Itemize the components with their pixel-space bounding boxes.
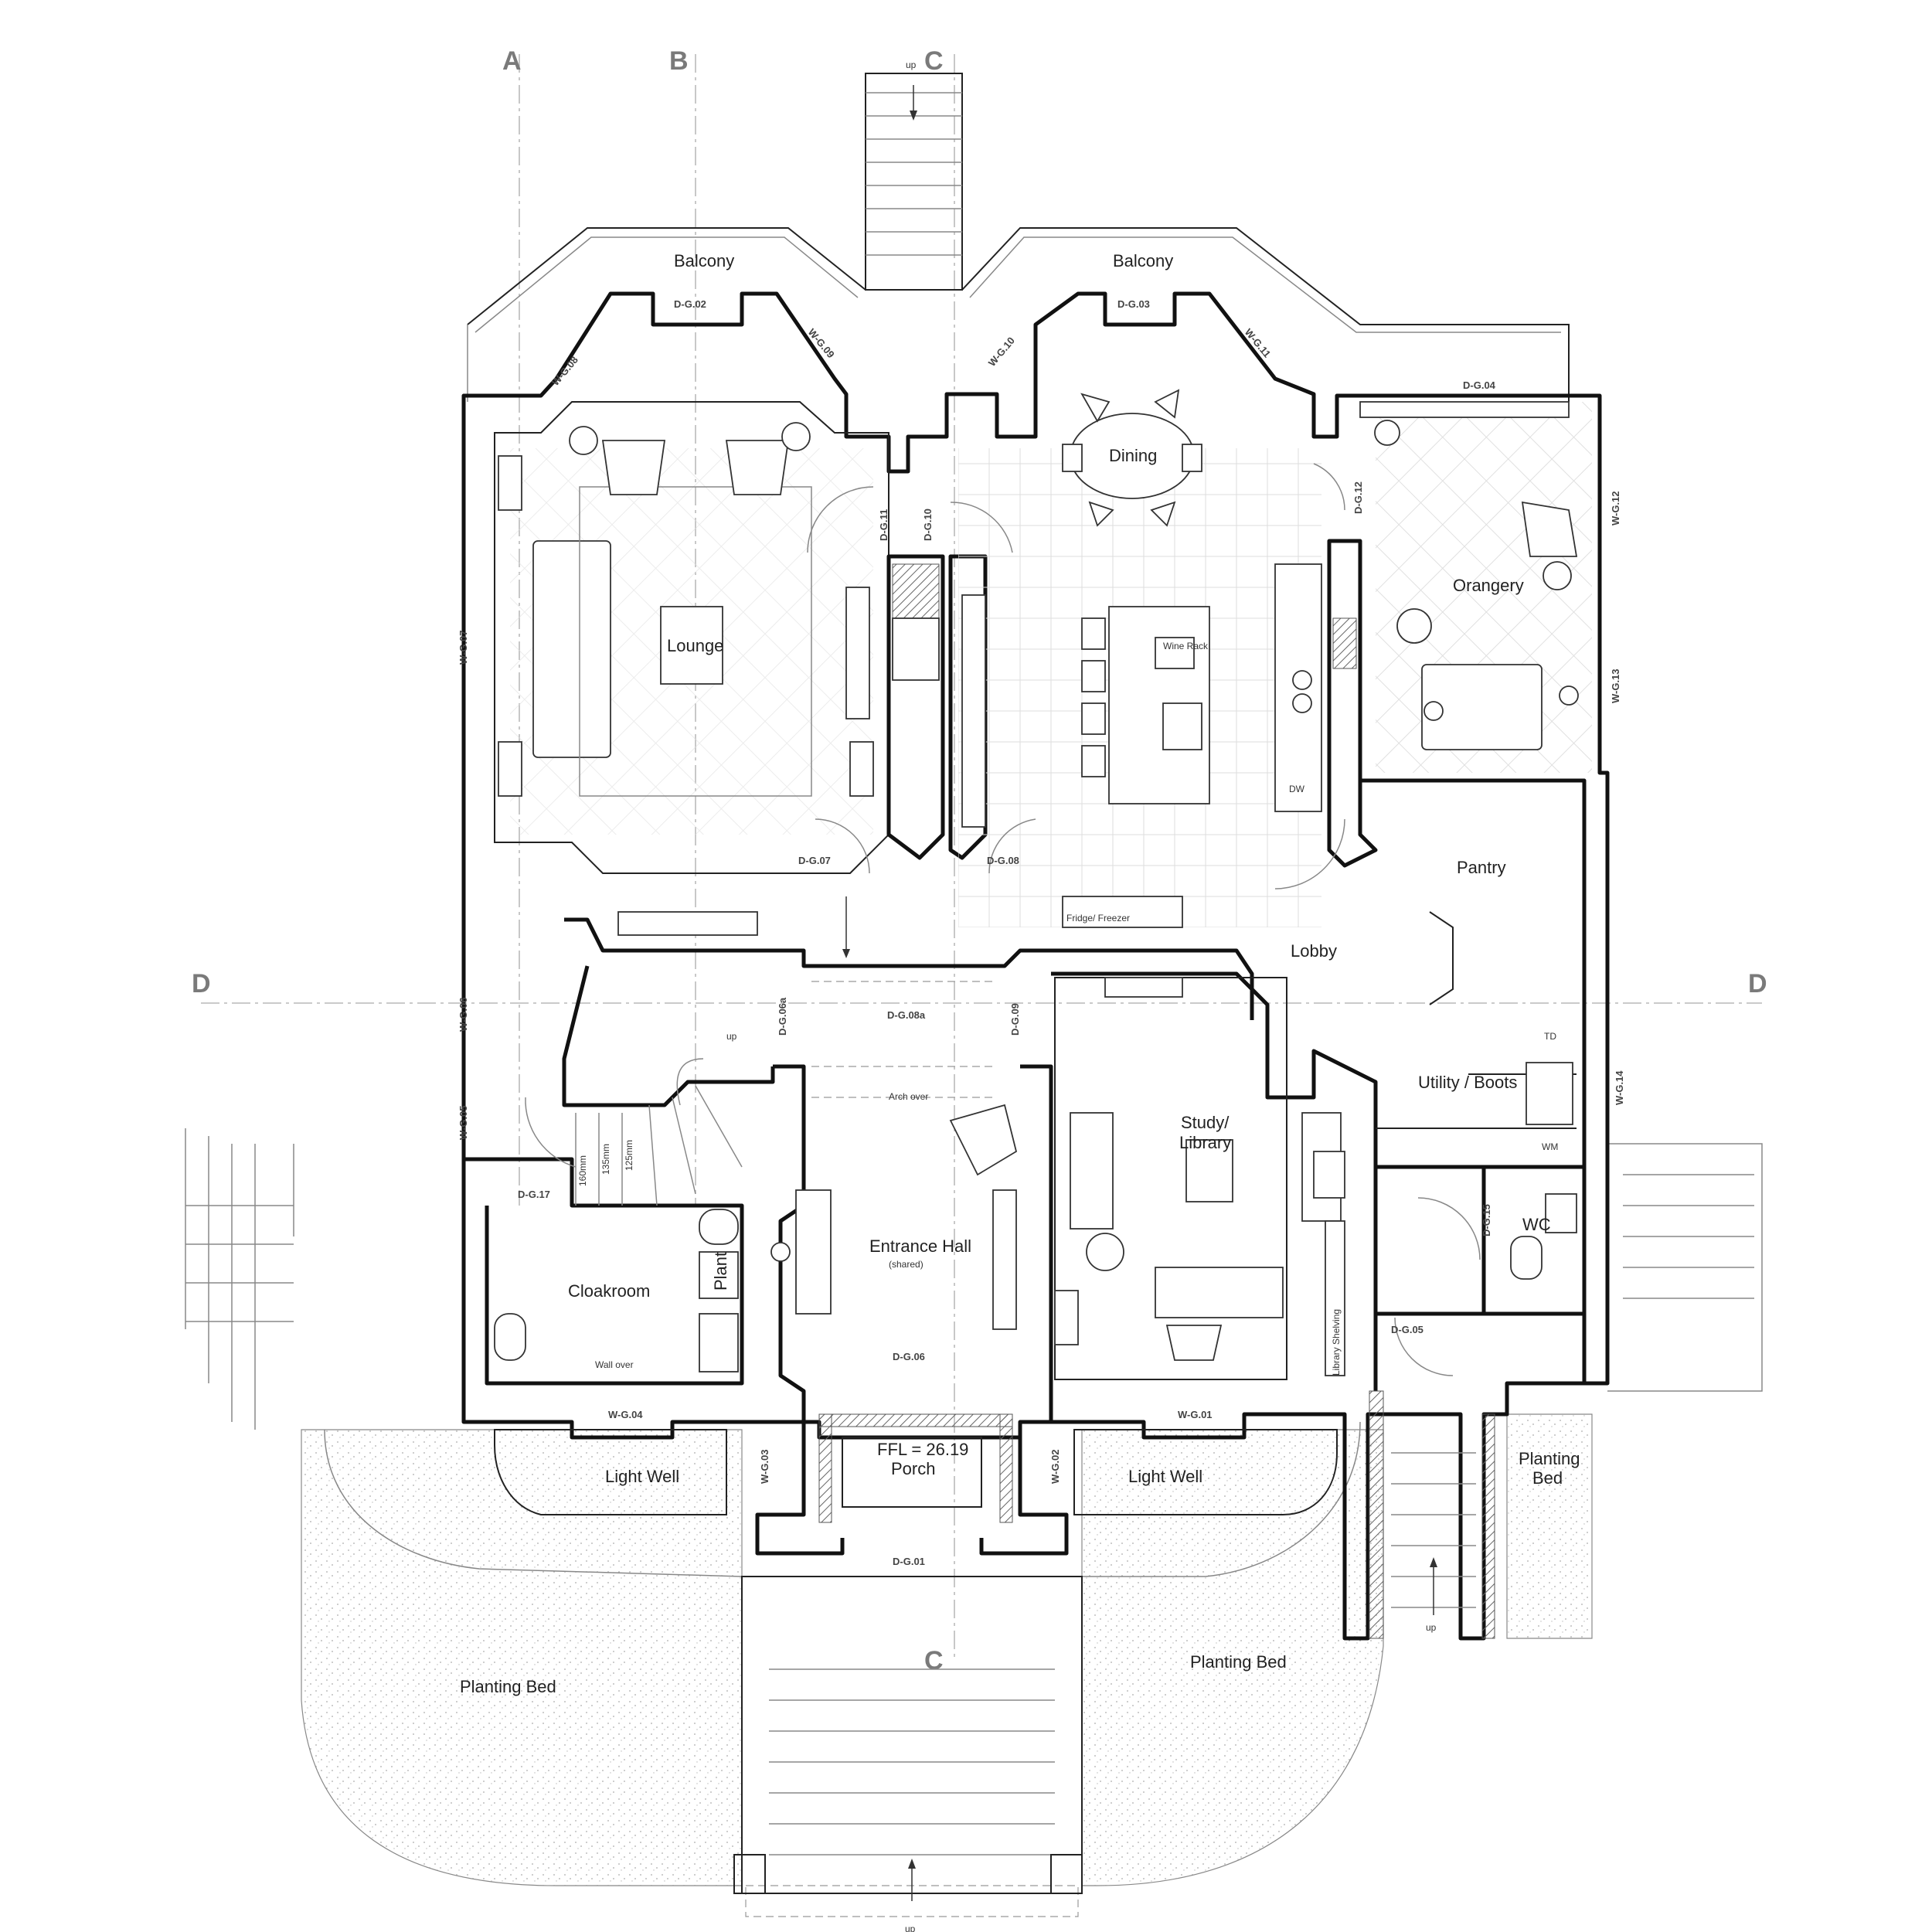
dw-label: DW — [1289, 784, 1305, 794]
grid-label-group: A B C C D D — [192, 46, 1767, 1675]
grid-label-c-bottom: C — [924, 1646, 944, 1675]
orangery-label: Orangery — [1453, 576, 1524, 595]
lobby-label: Lobby — [1291, 941, 1337, 961]
planting-bed-right-area — [1506, 1413, 1593, 1639]
tag-dg12: D-G.12 — [1352, 481, 1364, 514]
planting-bed-center-area — [1081, 1429, 1384, 1886]
planting-bed-right-label-2: Bed — [1532, 1468, 1563, 1488]
planting-bed-left-area — [301, 1429, 743, 1886]
planting-bed-right-label-1: Planting — [1519, 1449, 1580, 1468]
tag-dg17: D-G.17 — [518, 1189, 550, 1200]
grid-label-c-top: C — [924, 46, 944, 76]
up-label-bottom: up — [905, 1923, 916, 1932]
tag-dg04: D-G.04 — [1463, 379, 1496, 391]
door-tags: D-G.02 D-G.03 D-G.04 D-G.11 D-G.10 D-G.1… — [518, 298, 1496, 1567]
furniture: Wine Rack DW Fridge/ Freezer Library She… — [494, 389, 1579, 1376]
tag-wg04: W-G.04 — [608, 1409, 643, 1420]
up-label-stair: up — [726, 1031, 737, 1042]
balcony-left-label: Balcony — [674, 251, 734, 270]
wc-label: WC — [1522, 1215, 1551, 1234]
cloakroom-label: Cloakroom — [568, 1281, 650, 1301]
tag-dg01: D-G.01 — [893, 1556, 925, 1567]
tag-dg03: D-G.03 — [1117, 298, 1150, 310]
tag-wg08: W-G.08 — [549, 354, 580, 388]
tag-wg10: W-G.10 — [986, 335, 1017, 369]
riser-label-2: 135mm — [600, 1144, 611, 1175]
tag-wg06: W-G.06 — [457, 997, 469, 1032]
tag-dg02: D-G.02 — [674, 298, 706, 310]
tag-dg06a: D-G.06a — [777, 997, 788, 1036]
planting-bed-left-label: Planting Bed — [460, 1677, 556, 1696]
library-shelving-label: Library Shelving — [1331, 1309, 1342, 1376]
riser-label-3: 125mm — [624, 1140, 634, 1171]
balcony-right-label: Balcony — [1113, 251, 1173, 270]
dining-label: Dining — [1109, 446, 1157, 465]
grid-label-a: A — [502, 46, 522, 76]
tag-dg11: D-G.11 — [878, 509, 889, 541]
entrance-hall-label: Entrance Hall — [869, 1236, 971, 1256]
grid-label-d-right: D — [1748, 969, 1767, 998]
entrance-hall-sub-label: (shared) — [889, 1259, 923, 1270]
wine-rack-label: Wine Rack — [1163, 641, 1209, 651]
grid-label-b: B — [669, 46, 689, 76]
wall-over-label: Wall over — [595, 1359, 634, 1370]
porch-label: Porch — [891, 1459, 935, 1478]
tag-dg09: D-G.09 — [1009, 1003, 1021, 1036]
tag-dg08a: D-G.08a — [887, 1009, 926, 1021]
tag-dg15: D-G.15 — [1481, 1204, 1492, 1236]
grid-lines — [201, 54, 1762, 1662]
tag-dg05: D-G.05 — [1391, 1324, 1423, 1335]
ffl-label: FFL = 26.19 — [877, 1440, 968, 1459]
balconies: Balcony Balcony — [467, 227, 1570, 402]
rear-stair: up — [865, 60, 963, 291]
pantry-label: Pantry — [1457, 858, 1506, 877]
study-label-line1: Study/ — [1181, 1113, 1230, 1132]
tag-wg01: W-G.01 — [1178, 1409, 1213, 1420]
room-labels: Dining Lounge Orangery Pantry Lobby Util… — [460, 446, 1580, 1696]
tag-wg02: W-G.02 — [1049, 1449, 1061, 1484]
tag-dg06: D-G.06 — [893, 1351, 925, 1362]
utility-label: Utility / Boots — [1418, 1073, 1517, 1092]
door-swings — [525, 463, 1481, 1376]
light-well-right-label: Light Well — [1128, 1467, 1202, 1486]
tag-wg12: W-G.12 — [1610, 491, 1621, 526]
wm-label: WM — [1542, 1141, 1558, 1152]
lounge-label: Lounge — [667, 636, 723, 655]
light-well-left-label: Light Well — [605, 1467, 679, 1486]
grid-label-d-left: D — [192, 969, 211, 998]
td-label: TD — [1544, 1031, 1556, 1042]
front-steps: up — [733, 1576, 1083, 1932]
tag-dg10: D-G.10 — [922, 509, 934, 541]
tag-wg05: W-G.05 — [457, 1105, 469, 1140]
plant-label: Plant — [711, 1252, 730, 1291]
tag-wg03: W-G.03 — [759, 1449, 770, 1484]
up-label-top: up — [906, 60, 917, 70]
tag-wg14: W-G.14 — [1614, 1070, 1625, 1105]
study-label-line2: Library — [1179, 1133, 1231, 1152]
riser-label-1: 160mm — [577, 1155, 588, 1186]
landscape — [185, 1128, 1763, 1886]
tag-dg07: D-G.07 — [798, 855, 831, 866]
tag-wg07: W-G.07 — [457, 630, 469, 665]
tag-wg13: W-G.13 — [1610, 668, 1621, 703]
fridge-label: Fridge/ Freezer — [1066, 913, 1130, 923]
tag-dg08: D-G.08 — [987, 855, 1019, 866]
up-label-side: up — [1426, 1622, 1437, 1633]
planting-bed-center-label: Planting Bed — [1190, 1652, 1287, 1672]
arch-over-label: Arch over — [889, 1091, 928, 1102]
